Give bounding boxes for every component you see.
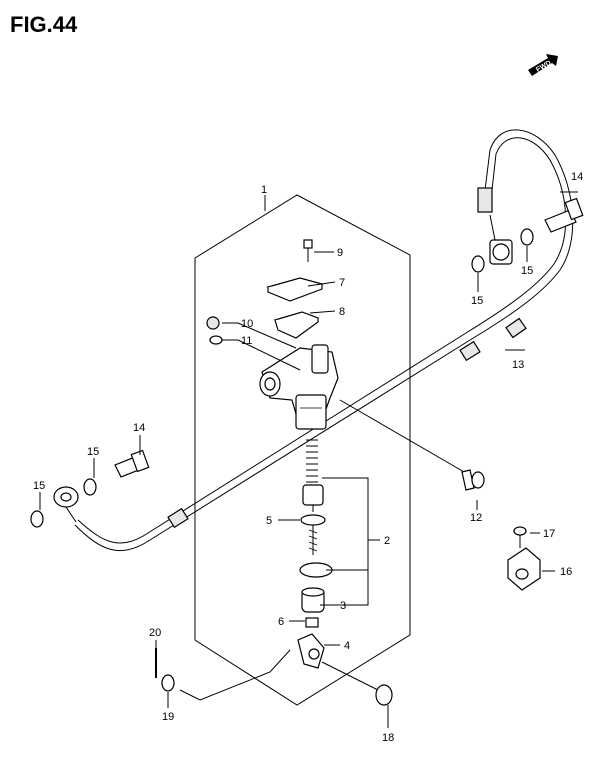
callout-8: 8 <box>339 306 345 318</box>
reservoir-cap <box>266 277 324 302</box>
brake-hose <box>74 129 574 552</box>
hose-banjo-right <box>489 214 513 265</box>
callout-5: 5 <box>266 515 272 527</box>
callout-20: 20 <box>149 627 161 639</box>
washer-15c <box>83 478 97 496</box>
hose-banjo-left <box>53 486 79 523</box>
fwd-label: FWD <box>535 60 552 74</box>
boot <box>301 587 325 613</box>
callout-6: 6 <box>278 616 284 628</box>
callout-14-left: 14 <box>133 422 145 434</box>
leader-lines <box>39 191 578 728</box>
hose-clamp <box>507 547 541 591</box>
washer-15b <box>471 255 485 273</box>
connector-10 <box>206 316 220 330</box>
callout-13: 13 <box>512 359 524 371</box>
callout-15-left-lower: 15 <box>33 480 45 492</box>
callout-1: 1 <box>261 184 267 196</box>
callout-3: 3 <box>340 600 346 612</box>
o-ring-11 <box>209 335 223 345</box>
callout-16: 16 <box>560 566 572 578</box>
forward-arrow-icon: FWD <box>528 54 558 76</box>
washer-15a <box>520 228 534 246</box>
pushrod <box>300 514 326 555</box>
callout-7: 7 <box>339 277 345 289</box>
union-bolt-right <box>544 197 584 233</box>
clevis <box>297 633 325 669</box>
callout-10: 10 <box>241 318 253 330</box>
clevis-pin <box>321 661 393 706</box>
callout-14-right: 14 <box>571 171 583 183</box>
callout-2: 2 <box>384 535 390 547</box>
callout-15-right-upper: 15 <box>521 265 533 277</box>
master-cylinder-body <box>259 344 339 430</box>
callout-19: 19 <box>162 711 174 723</box>
figure-title: FIG.44 <box>10 12 78 37</box>
callout-18: 18 <box>382 732 394 744</box>
diaphragm <box>273 311 320 339</box>
nut-6 <box>305 617 319 628</box>
piston-spring <box>302 439 324 512</box>
union-bolt-left <box>114 449 150 478</box>
callout-11: 11 <box>241 335 252 347</box>
callout-4: 4 <box>344 640 350 652</box>
callout-9: 9 <box>337 247 343 259</box>
assembly-outline <box>194 194 411 706</box>
washer-19 <box>161 674 175 692</box>
washer-15d <box>30 510 44 528</box>
callout-15-right-lower: 15 <box>471 295 483 307</box>
callout-12: 12 <box>470 512 482 524</box>
screw-9 <box>303 239 313 262</box>
bolt-12 <box>339 399 485 491</box>
screw-17 <box>513 526 527 548</box>
callout-17: 17 <box>543 528 555 540</box>
callout-15-left-upper: 15 <box>87 446 99 458</box>
